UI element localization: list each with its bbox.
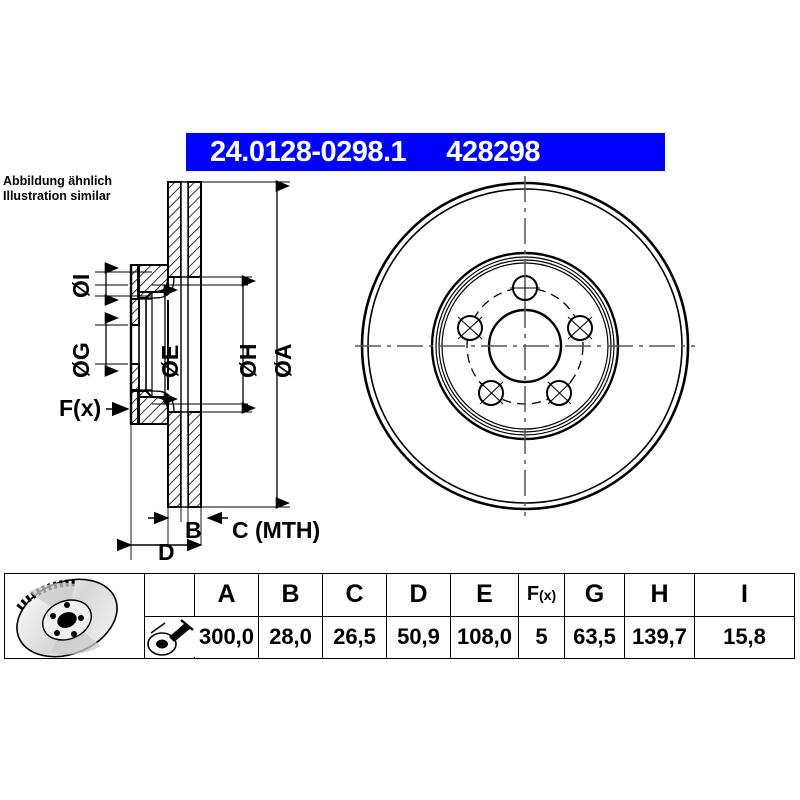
table-header-fx-base: F	[526, 583, 540, 606]
table-value-fx: 5	[518, 615, 565, 659]
table-value-row: 300,0 28,0 26,5 50,9 108,0 5 63,5 139,7 …	[5, 615, 795, 659]
table-header-h: H	[624, 573, 695, 617]
bolt-hole	[567, 315, 593, 341]
table-header-g: G	[564, 573, 625, 617]
disc-measuring-tool-icon	[145, 617, 195, 658]
hub-hat-circle-3	[438, 259, 612, 433]
table-value-g: 63,5	[564, 615, 625, 659]
table-value-d: 50,9	[386, 615, 451, 659]
table-value-i: 15,8	[694, 615, 795, 659]
part-number-text: 24.0128-0298.1	[210, 135, 407, 168]
front-view	[355, 176, 695, 516]
illustration-note-de: Abbildung ähnlich	[3, 174, 113, 188]
table-value-b: 28,0	[258, 615, 323, 659]
tool-image-cell	[144, 615, 195, 659]
table-header-b: B	[258, 573, 323, 617]
table-header-fx-sub: (x)	[539, 587, 557, 604]
table-value-a: 300,0	[194, 615, 259, 659]
specification-table: A B C D E F(x) G H I	[4, 573, 795, 659]
centre-bore-lines	[95, 271, 152, 297]
hub-mounting-face	[129, 265, 153, 424]
bolt-hole	[457, 315, 483, 341]
table-header-row: A B C D E F(x) G H I	[4, 573, 795, 659]
dimension-label-fx: F(x)	[59, 395, 102, 421]
hub-hat-outer-circle	[430, 251, 620, 441]
bolt-hole	[510, 273, 540, 303]
illustration-note: Abbildung ähnlich Illustration similar	[3, 174, 112, 204]
bolt-hole	[546, 380, 572, 406]
table-header-e: E	[450, 573, 519, 617]
tool-image-header-spacer	[144, 573, 195, 617]
bolt-holes-group	[457, 273, 593, 406]
table-header-a: A	[194, 573, 259, 617]
disc-friction-edge-circle	[367, 188, 683, 504]
hub-hat-circle-4	[441, 262, 609, 430]
dimension-label-diameter-e: ØE	[157, 344, 183, 378]
bolt-pitch-circle	[466, 287, 584, 405]
hub-hat-upper	[130, 264, 169, 326]
dimension-label-d: D	[158, 539, 175, 565]
disc-outer-edge-circle	[360, 181, 690, 511]
table-header-i: I	[694, 573, 795, 617]
product-image-cell	[4, 573, 145, 659]
dimension-label-diameter-g: ØG	[68, 342, 94, 378]
dimension-label-diameter-a: ØA	[270, 343, 296, 379]
dimension-label-diameter-h: ØH	[235, 343, 261, 379]
friction-ring-upper	[167, 181, 202, 278]
table-header-fx: F(x)	[518, 573, 565, 617]
illustration-note-en: Illustration similar	[3, 189, 111, 203]
part-number-header-bar: 24.0128-0298.1 428298	[186, 133, 665, 171]
table-value-e: 108,0	[450, 615, 519, 659]
table-value-c: 26,5	[322, 615, 387, 659]
centre-axis-lines	[355, 176, 695, 516]
bolt-hole-bore-lines	[131, 298, 152, 391]
dimension-label-b: B	[185, 517, 202, 543]
dimension-label-diameter-i: ØI	[68, 273, 94, 298]
table-header-c: C	[322, 573, 387, 617]
vented-brake-disc-photo	[5, 574, 144, 658]
table-value-h: 139,7	[624, 615, 695, 659]
reference-number-text: 428298	[446, 135, 540, 168]
friction-ring-lower	[167, 411, 202, 508]
bolt-hole	[478, 380, 504, 406]
centre-bore-circle	[487, 308, 563, 384]
dimension-label-c-mth: C (MTH)	[232, 517, 321, 543]
table-header-d: D	[386, 573, 451, 617]
hub-hat-circle-2	[435, 256, 615, 436]
